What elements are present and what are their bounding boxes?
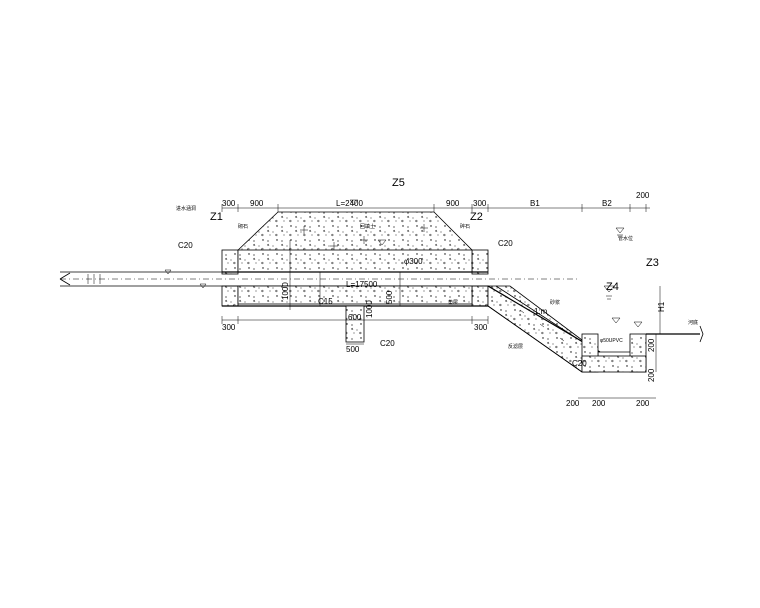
dim-200b3: 200 xyxy=(636,399,650,408)
dim-900b: 900 xyxy=(446,199,460,208)
label-l-value: L=17500 xyxy=(346,280,378,289)
dim-b2: B2 xyxy=(602,199,612,208)
dim-b1: B1 xyxy=(530,199,540,208)
label-slope: 1:m xyxy=(534,307,548,316)
water-level-top xyxy=(377,239,387,246)
label-note-a: 砌石 xyxy=(238,223,248,230)
label-c20-br: C20 xyxy=(572,359,587,368)
bottom-dimension-line xyxy=(221,286,661,399)
water-level-z2 xyxy=(633,321,643,328)
inlet-channel xyxy=(59,269,222,289)
dim-200b1: 200 xyxy=(566,399,580,408)
dim-200top: 200 xyxy=(636,191,650,200)
dim-500: 500 xyxy=(346,345,360,354)
embankment xyxy=(235,211,475,253)
label-outlet-note: 管水位 xyxy=(618,235,633,242)
dim-600: 600 xyxy=(348,313,362,322)
label-inlet-note: 进水涵洞 xyxy=(176,205,196,212)
top-dimension-line xyxy=(221,204,650,212)
right-headwall xyxy=(471,249,489,307)
dim-1000: 1000 xyxy=(365,300,374,318)
dim-500v: 500 xyxy=(385,290,394,304)
dim-300l: 300 xyxy=(222,323,236,332)
label-note-f: 反滤层 xyxy=(508,343,523,350)
dim-300r: 300 xyxy=(474,323,488,332)
water-level-basin xyxy=(611,317,621,324)
dim-l2400: L=2400 xyxy=(336,199,363,208)
dim-200r1: 200 xyxy=(647,338,656,352)
label-z3: Z3 xyxy=(646,257,659,269)
label-c20-right: C20 xyxy=(498,239,513,248)
label-river-bed: 河底 xyxy=(688,319,698,326)
label-c15: C15 xyxy=(318,297,333,306)
dim-900a: 900 xyxy=(250,199,264,208)
outlet-basin xyxy=(581,333,647,373)
label-z1: Z1 xyxy=(210,211,223,223)
dim-300b: 300 xyxy=(473,199,487,208)
river-bank xyxy=(646,325,704,343)
label-note-c: 回填土 xyxy=(360,223,375,230)
water-level-z5 xyxy=(349,199,359,206)
water-level-z4 xyxy=(615,227,625,236)
dim-200b2: 200 xyxy=(592,399,606,408)
water-level-z3 xyxy=(603,285,615,300)
dim-h1: H1 xyxy=(657,301,666,312)
label-note-d: 垫层 xyxy=(448,299,458,306)
label-note-e: 砂浆 xyxy=(550,299,560,306)
cutoff-wall xyxy=(345,305,365,343)
label-pipe: φ300 xyxy=(404,257,423,266)
left-headwall xyxy=(221,249,239,307)
label-c20-mid: C20 xyxy=(380,339,395,348)
dim-1000v: 1000 xyxy=(281,282,290,300)
label-note-b: 碎石 xyxy=(460,223,470,230)
label-z2: Z2 xyxy=(470,211,483,223)
dim-200r2: 200 xyxy=(647,368,656,382)
dim-300a: 300 xyxy=(222,199,236,208)
label-z5: Z5 xyxy=(392,177,405,189)
label-c20-left: C20 xyxy=(178,241,193,250)
label-pvc: φ50UPVC xyxy=(600,338,623,344)
label-z4: Z4 xyxy=(606,281,619,293)
